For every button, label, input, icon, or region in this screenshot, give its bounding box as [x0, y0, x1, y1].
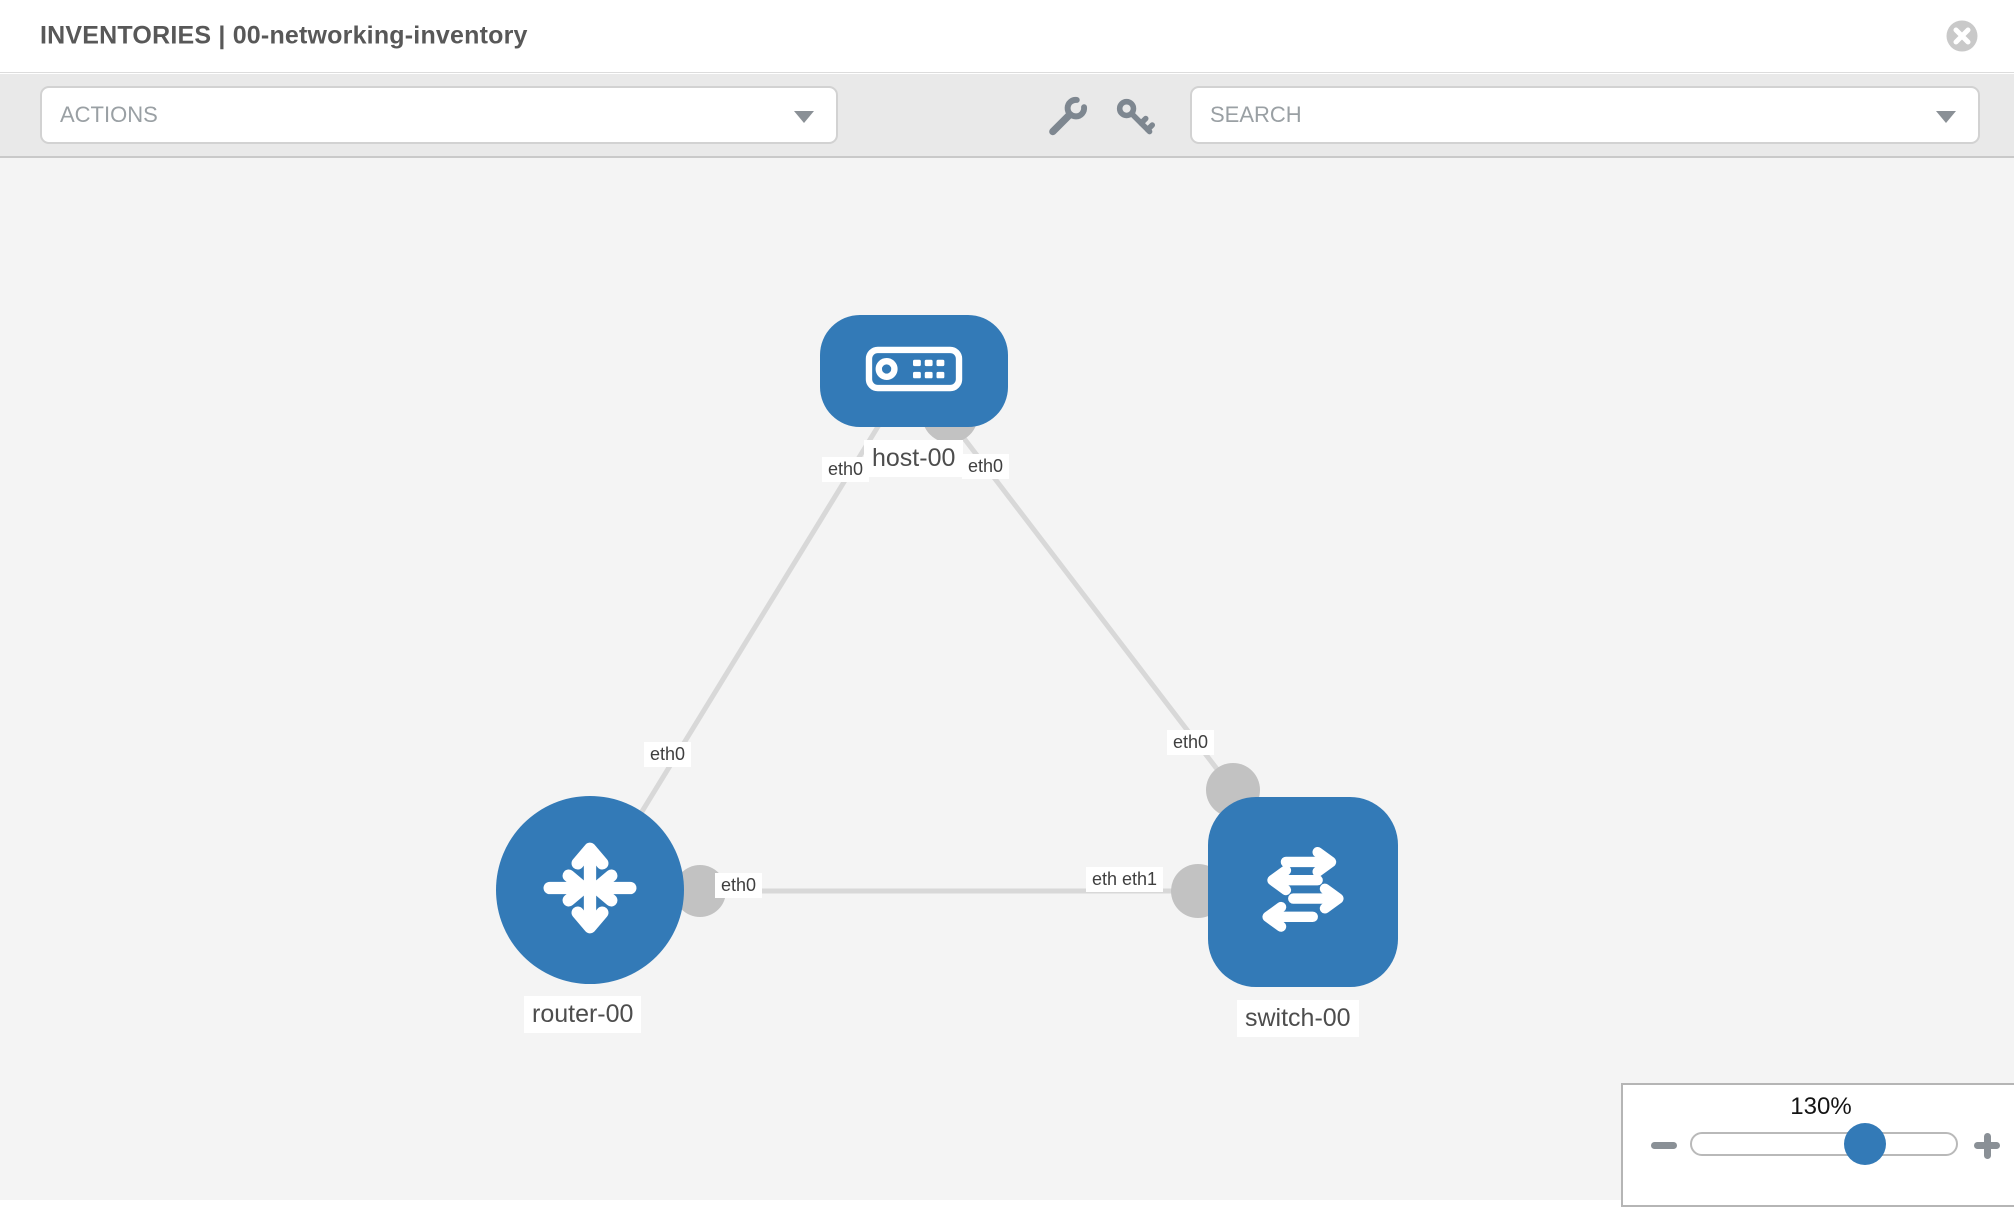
zoom-out-button[interactable]: [1649, 1130, 1679, 1160]
node-router-00[interactable]: [496, 796, 684, 984]
tools-button[interactable]: [1044, 94, 1090, 140]
chevron-down-icon: [794, 111, 814, 123]
search-dropdown-label: SEARCH: [1210, 102, 1302, 127]
zoom-slider-track[interactable]: [1690, 1123, 1958, 1165]
interface-label: eth0: [715, 873, 763, 898]
interface-label: eth0: [822, 457, 870, 482]
minus-icon: [1651, 1142, 1677, 1149]
node-label-router: router-00: [524, 996, 642, 1033]
chevron-down-icon: [1936, 111, 1956, 123]
zoom-control-panel: 130%: [1621, 1083, 2014, 1207]
node-label-switch: switch-00: [1237, 1000, 1359, 1037]
node-switch-00[interactable]: [1208, 797, 1398, 987]
interface-label: eth1: [1116, 867, 1164, 892]
connector-router-right[interactable]: [674, 865, 726, 917]
switch-icon: [1242, 829, 1364, 956]
key-icon: [1112, 98, 1158, 143]
close-icon: [1945, 20, 1979, 56]
interface-label: eth0: [1167, 730, 1215, 755]
topology-canvas[interactable]: host-00 router-00 switch-00 eth0 eth0 et…: [0, 158, 2014, 1207]
header-bar: INVENTORIES | 00-networking-inventory: [0, 0, 2014, 73]
node-label-host: host-00: [864, 440, 964, 477]
page-title: INVENTORIES | 00-networking-inventory: [40, 21, 528, 50]
interface-label: eth0: [962, 454, 1010, 479]
zoom-slider-thumb[interactable]: [1844, 1123, 1886, 1165]
wrench-icon: [1044, 96, 1090, 143]
topology-links-layer: [597, 387, 1260, 918]
zoom-level-value: 130%: [1790, 1093, 1852, 1120]
link-host-router[interactable]: [597, 418, 885, 882]
interface-label: eth0: [644, 742, 692, 767]
search-dropdown[interactable]: SEARCH: [1190, 86, 1980, 144]
key-button[interactable]: [1112, 94, 1158, 140]
node-host-00[interactable]: [820, 315, 1008, 427]
router-icon: [534, 832, 646, 949]
close-button[interactable]: [1945, 19, 1979, 53]
link-host-switch[interactable]: [948, 418, 1235, 792]
toolbar: ACTIONS SEARCH: [0, 74, 2014, 158]
actions-dropdown-label: ACTIONS: [60, 102, 158, 127]
host-icon: [865, 346, 963, 397]
plus-icon: [1983, 1132, 1991, 1159]
actions-dropdown[interactable]: ACTIONS: [40, 86, 838, 144]
zoom-in-button[interactable]: [1972, 1130, 2002, 1160]
